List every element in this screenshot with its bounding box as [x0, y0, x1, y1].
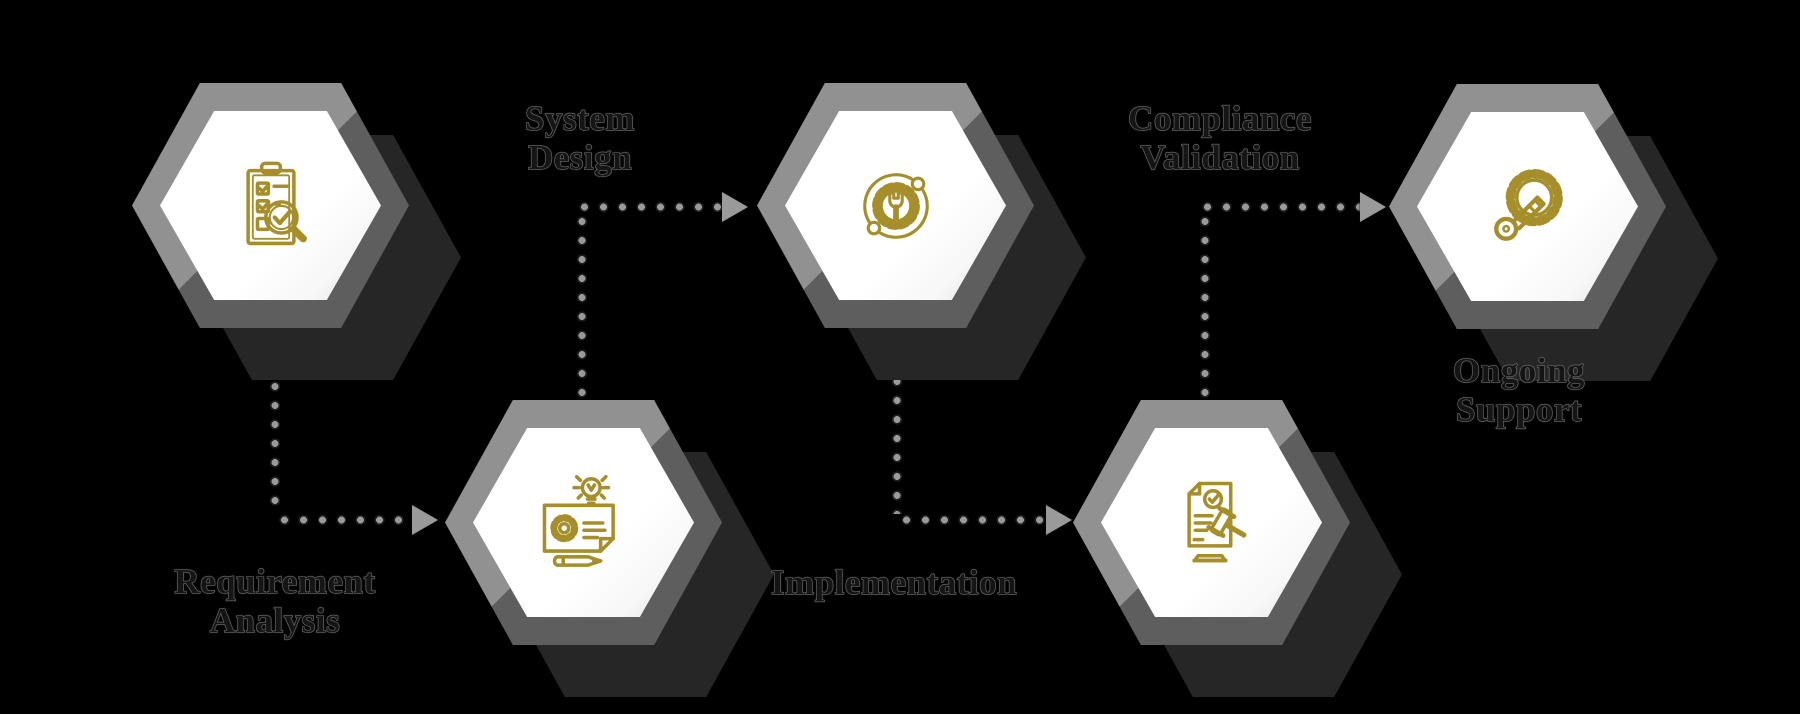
hexagon-step-5: [1389, 84, 1718, 381]
connector-1-2-horizontal-dots: [275, 514, 412, 526]
connector-2-3-arrow-icon: [722, 192, 748, 222]
label-line: Support: [1455, 389, 1583, 429]
connector-3-4-arrow-icon: [1046, 505, 1072, 535]
label-line: Ongoing: [1452, 350, 1585, 390]
label-line: Implementation: [770, 562, 1018, 602]
label-line: System: [524, 98, 635, 138]
hexagon-step-1: [132, 83, 461, 380]
label-line: Compliance: [1127, 98, 1312, 138]
label-line: Analysis: [209, 600, 341, 640]
connector-2-3-vertical-dots: [576, 212, 588, 398]
gear-wrench-orbit-icon: [862, 172, 929, 239]
hexagon-step-4: [1073, 400, 1402, 697]
label-line: Requirement: [174, 561, 376, 601]
gear-key-icon: [1493, 168, 1563, 241]
document-gavel-icon: [1186, 481, 1246, 562]
label-line: Validation: [1140, 137, 1300, 177]
label-compliance-validation: Compliance Validation: [1127, 98, 1312, 177]
hexagon-step-3: [757, 83, 1086, 380]
connector-4-5-horizontal-dots: [1198, 201, 1360, 213]
connector-3-4-horizontal-dots: [897, 514, 1046, 526]
design-blueprint-icon: [542, 474, 615, 567]
hexagon-step-2: [445, 400, 774, 697]
label-line: Design: [527, 137, 633, 177]
label-requirement-analysis: Requirement Analysis: [174, 561, 376, 640]
connector-4-5-vertical-dots: [1199, 212, 1211, 398]
connector-4-5-arrow-icon: [1360, 192, 1386, 222]
label-system-design: System Design: [524, 98, 635, 177]
checklist-magnifier-icon: [245, 161, 307, 245]
label-implementation: Implementation: [770, 562, 1018, 602]
connector-1-2-arrow-icon: [412, 505, 438, 535]
connector-2-3-horizontal-dots: [575, 201, 722, 213]
label-ongoing-support: Ongoing Support: [1452, 350, 1585, 429]
connector-1-2-vertical-dots: [269, 358, 281, 512]
